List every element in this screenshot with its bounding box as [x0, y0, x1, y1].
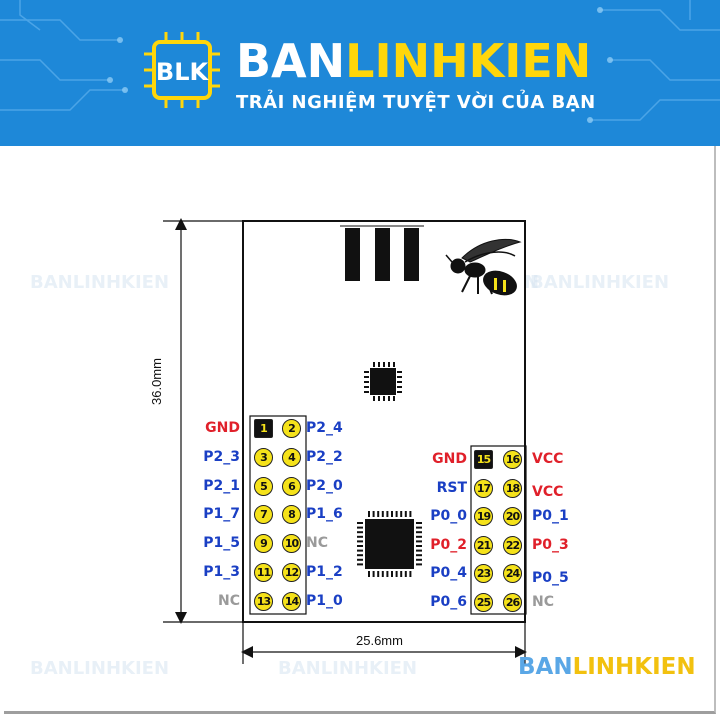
- pin-label: P2_0: [306, 477, 343, 494]
- antenna-traces: [340, 225, 424, 281]
- footer-brand-part2: LINHKIEN: [572, 654, 696, 680]
- pin-15: 15: [474, 450, 493, 469]
- pin-label: P0_4: [430, 565, 467, 582]
- pin-13: 13: [254, 591, 273, 611]
- pin-label: RST: [436, 479, 467, 496]
- pin-label: P2_1: [203, 477, 240, 494]
- pin-9: 9: [254, 534, 273, 554]
- pin-2: 2: [282, 419, 301, 438]
- pin-7: 7: [254, 505, 273, 525]
- pin-25: 25: [474, 593, 493, 612]
- pin-label: P1_0: [306, 592, 343, 609]
- pin-label: P0_5: [532, 570, 569, 587]
- pin-24: 24: [503, 564, 522, 584]
- watermark: BANLINHKIEN: [530, 272, 670, 293]
- pin-label: GND: [205, 420, 240, 436]
- pin-26: 26: [503, 593, 522, 612]
- pin-16: 16: [503, 450, 522, 469]
- width-dimension: [241, 622, 527, 664]
- pin-19: 19: [474, 507, 493, 527]
- logo-text: BLK: [156, 58, 210, 86]
- pin-8: 8: [282, 505, 301, 525]
- height-dimension: [163, 218, 243, 624]
- pin-label: P2_4: [306, 420, 343, 436]
- brand-logo: BLK: [140, 28, 224, 112]
- pin-label: P1_6: [306, 506, 343, 523]
- main-chip: [357, 511, 422, 577]
- pin-6: 6: [282, 476, 301, 496]
- pin-label: P2_3: [203, 448, 240, 465]
- pin-23: 23: [474, 564, 493, 584]
- pin-21: 21: [474, 535, 493, 555]
- watermark: BANLINHKIEN: [30, 272, 170, 293]
- pin-label: P1_3: [203, 564, 240, 580]
- small-chip: [364, 362, 402, 401]
- pin-4: 4: [282, 447, 301, 467]
- pin-label: GND: [432, 451, 467, 467]
- brand-banner: BLK BANLINHKIEN TRẢI NGHIỆM TUYỆT VỜI CỦ…: [0, 0, 720, 146]
- watermark: BANLINHKIEN: [278, 658, 418, 679]
- pin-10: 10: [282, 534, 301, 554]
- pin-label: P1_7: [203, 506, 240, 523]
- pin-label: P0_3: [532, 536, 569, 553]
- brand-tagline: TRẢI NGHIỆM TUYỆT VỜI CỦA BẠN: [236, 92, 596, 113]
- pin-11: 11: [254, 563, 273, 582]
- left-header-outline: [249, 415, 307, 615]
- pin-label: VCC: [532, 451, 564, 467]
- pin-label: P1_5: [203, 535, 240, 552]
- pin-label: P0_0: [430, 508, 467, 525]
- height-dimension-label: 36.0mm: [149, 358, 164, 405]
- footer-brand-part1: BAN: [518, 654, 573, 680]
- footer-brand: BANLINHKIEN: [518, 654, 696, 680]
- brand-name-part1: BAN: [236, 34, 346, 88]
- right-header-outline: [470, 445, 527, 615]
- pin-3: 3: [254, 447, 273, 467]
- watermark: BANLINHKIEN: [30, 658, 170, 679]
- pin-label: NC: [532, 594, 554, 610]
- pin-label: VCC: [532, 483, 564, 500]
- pin-18: 18: [503, 478, 522, 498]
- pin-label: P0_1: [532, 508, 569, 525]
- brand-name: BANLINHKIEN: [236, 38, 591, 84]
- pin-label: P0_2: [430, 536, 467, 553]
- chip-logo-icon: BLK: [144, 32, 220, 108]
- pin-label: NC: [218, 592, 240, 609]
- width-dimension-label: 25.6mm: [356, 633, 403, 648]
- pin-12: 12: [282, 563, 301, 582]
- pin-5: 5: [254, 476, 273, 496]
- pin-label: NC: [306, 535, 328, 552]
- wasp-logo-icon: [445, 238, 522, 296]
- pin-label: P2_2: [306, 448, 343, 465]
- pin-label: P0_6: [430, 594, 467, 610]
- pin-17: 17: [474, 478, 493, 498]
- pin-20: 20: [503, 507, 522, 527]
- pin-22: 22: [503, 535, 522, 555]
- circuit-pattern: [0, 0, 720, 123]
- content-frame: [4, 146, 716, 714]
- pin-14: 14: [282, 591, 301, 611]
- pin-label: P1_2: [306, 564, 343, 580]
- pin-1: 1: [254, 419, 273, 438]
- brand-name-part2: LINHKIEN: [345, 34, 592, 88]
